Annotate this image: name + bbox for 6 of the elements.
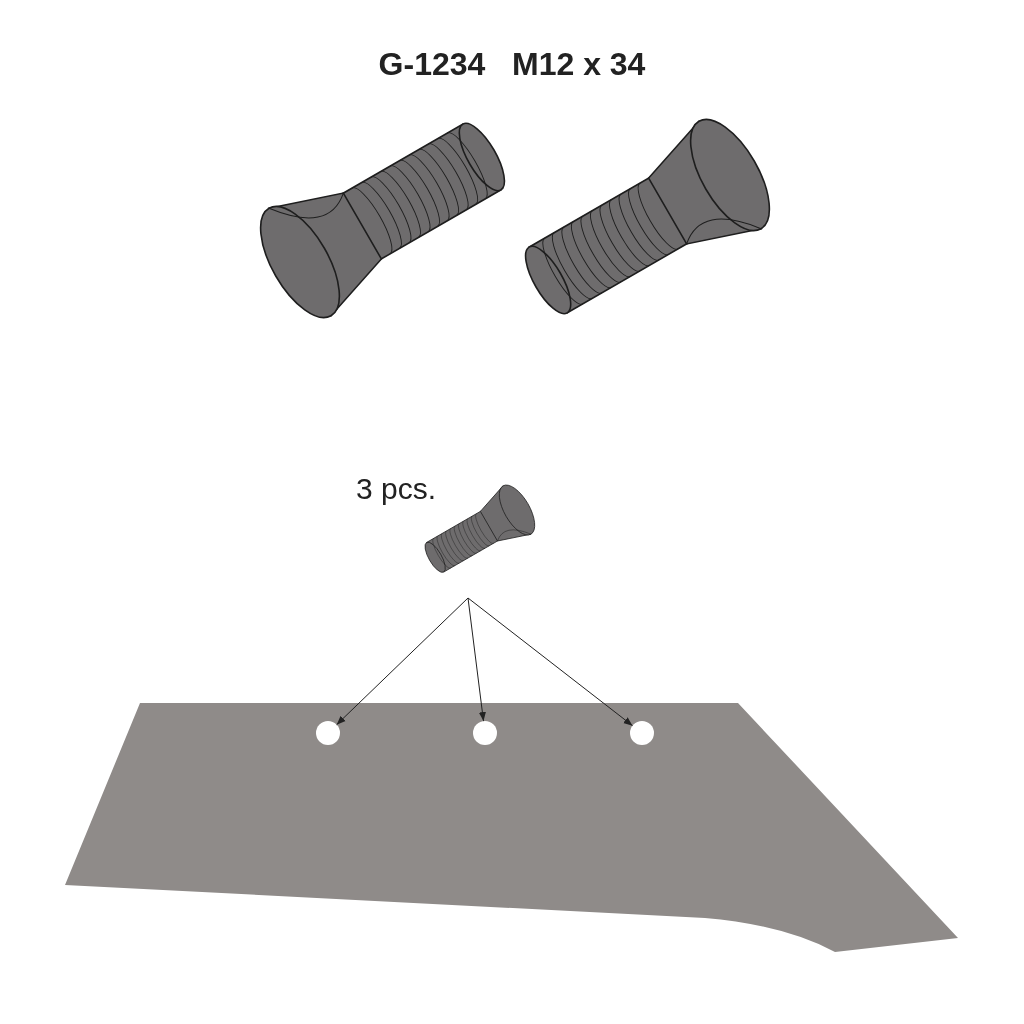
arrow (467, 597, 486, 722)
plate-drawing (65, 703, 958, 953)
quantity-note: 3 pcs. (356, 472, 437, 506)
arrow (336, 597, 469, 726)
title: G-1234 M12 x 34 (377, 46, 647, 83)
arrow (467, 597, 633, 727)
